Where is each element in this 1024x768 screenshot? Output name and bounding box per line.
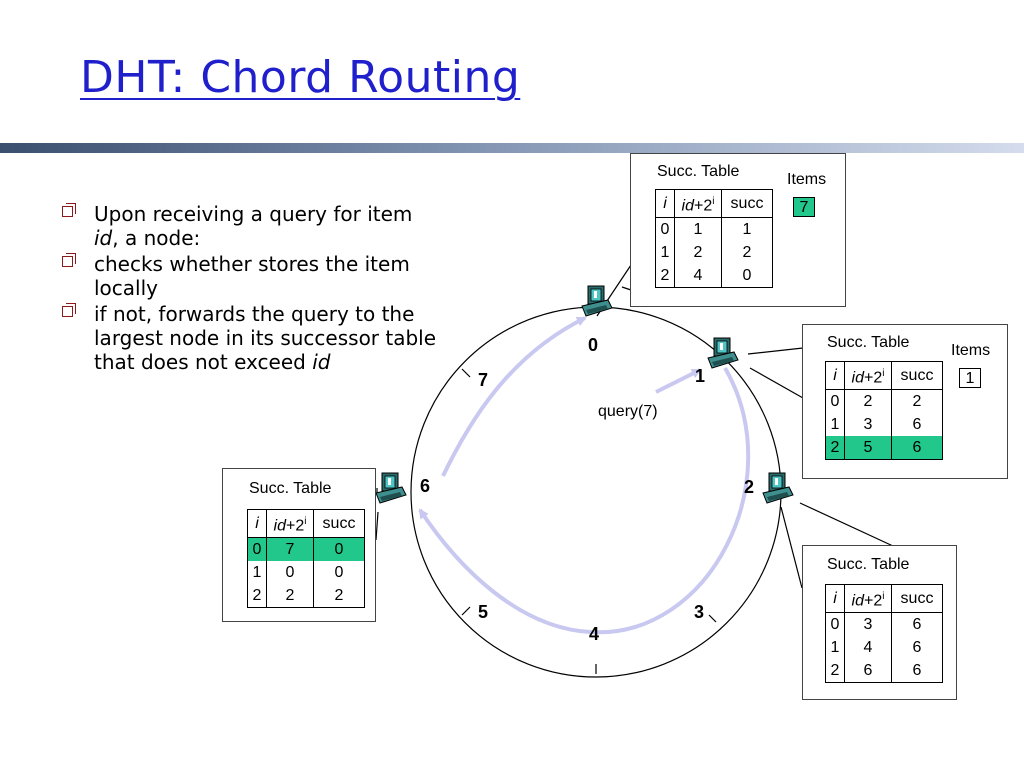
succ-table-caption: Succ. Table <box>827 334 910 351</box>
computer-icon <box>762 472 794 504</box>
callout-line-node0-b <box>621 286 632 291</box>
query-arrow <box>655 368 702 394</box>
computer-icon <box>707 337 739 369</box>
ring-label-7: 7 <box>478 370 489 390</box>
callout-line-node1 <box>747 347 804 355</box>
title-divider <box>0 143 1024 153</box>
bullet-item: if not, forwards the query to the larges… <box>62 302 442 374</box>
items-label: Items <box>787 171 827 188</box>
items-label: Items <box>951 342 991 359</box>
ring-label-5: 5 <box>478 602 489 622</box>
bullet-item: Upon receiving a query for item id, a no… <box>62 202 442 250</box>
callout-line-node1-b <box>749 367 804 399</box>
items-value: 1 <box>959 368 981 388</box>
bullet-item: checks whether stores the item locally <box>62 252 442 300</box>
ring-label-6: 6 <box>420 476 431 496</box>
query-label: query(7) <box>598 403 658 420</box>
bullet-icon <box>62 203 76 217</box>
ring-label-0: 0 <box>588 335 599 355</box>
callout-line-node2 <box>799 502 894 547</box>
succ-table-caption: Succ. Table <box>827 556 910 573</box>
route-arrow-6-to-0 <box>441 316 587 477</box>
callout-line-node2-b <box>780 506 803 589</box>
bullet-icon <box>62 253 76 267</box>
bullet-icon <box>62 303 76 317</box>
route-arrow-1-to-6 <box>418 366 751 635</box>
ring-label-1: 1 <box>695 366 706 386</box>
tick-3 <box>708 614 717 623</box>
computer-icon <box>375 472 407 504</box>
computer-icon <box>581 285 613 317</box>
succ-table-caption: Succ. Table <box>249 480 332 497</box>
ring-label-4: 4 <box>589 624 600 644</box>
bullet-list: Upon receiving a query for item id, a no… <box>62 202 442 376</box>
tick-5 <box>461 606 471 616</box>
callout-line-node6-b <box>375 511 379 541</box>
succ-table-caption: Succ. Table <box>657 163 740 180</box>
page-title: DHT: Chord Routing <box>80 52 521 103</box>
tick-7 <box>461 368 471 378</box>
ring-label-2: 2 <box>744 477 755 497</box>
ring-label-3: 3 <box>694 602 705 622</box>
items-value: 7 <box>793 197 815 217</box>
